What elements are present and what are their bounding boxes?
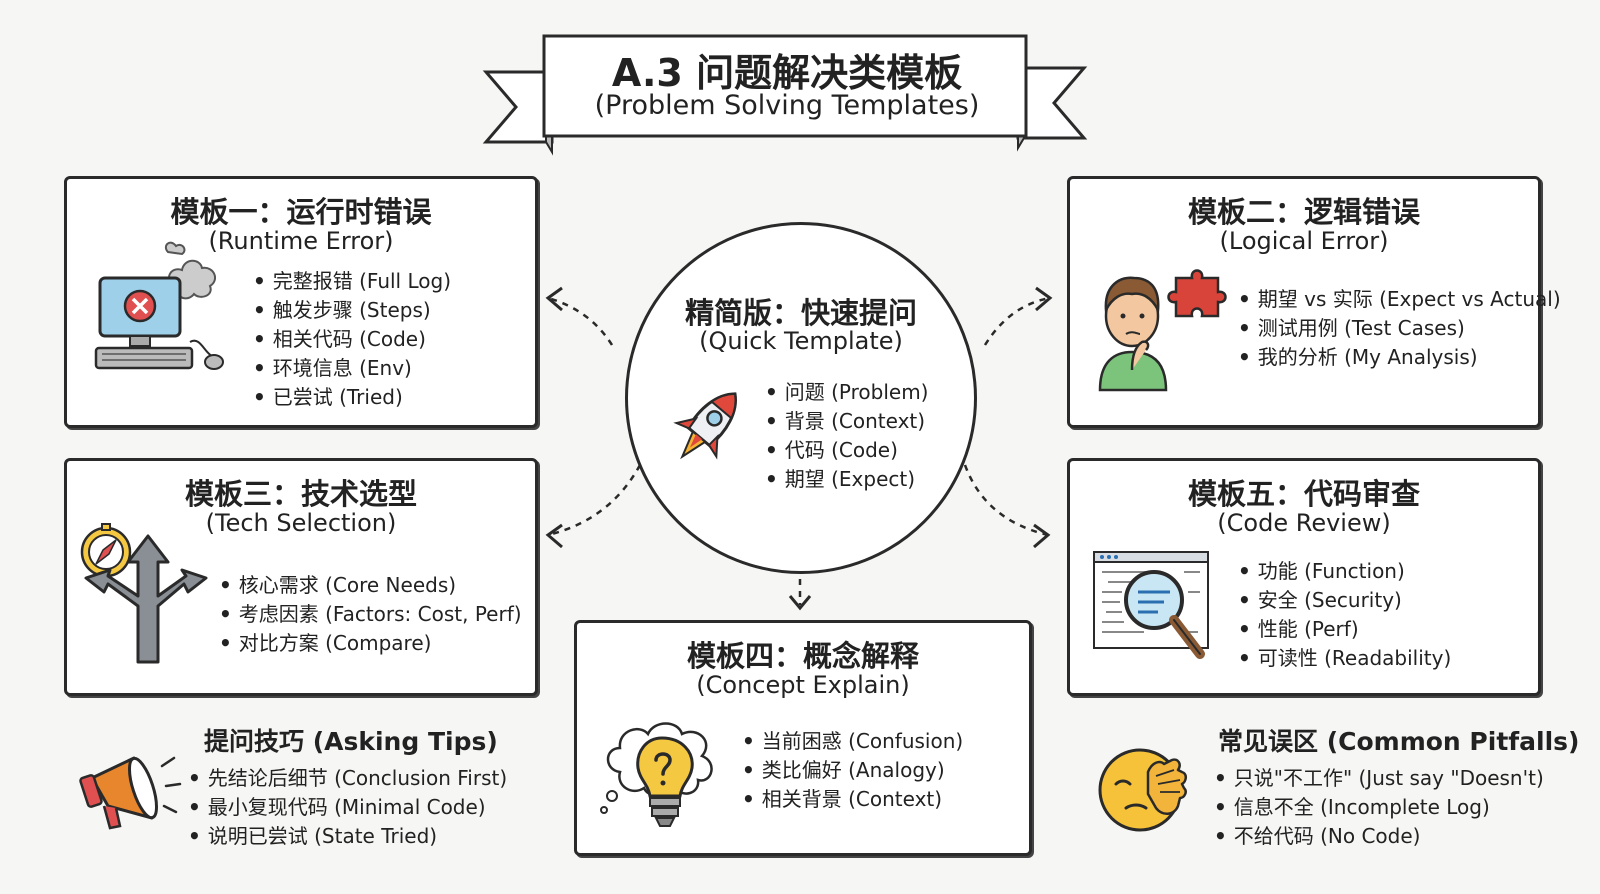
quick-template-title: 精简版：快速提问 bbox=[684, 296, 917, 330]
logical-error-title: 模板二：逻辑错误 bbox=[1187, 195, 1420, 229]
tech-selection-subtitle: (Tech Selection) bbox=[205, 509, 397, 537]
computer-error-icon bbox=[94, 241, 224, 370]
list-item: 功能 (Function) bbox=[1238, 557, 1451, 586]
runtime-error-title: 模板一：运行时错误 bbox=[170, 195, 432, 229]
asking-tips-section: 提问技巧 (Asking Tips) 先结论后细节 (Conclusion Fi… bbox=[204, 722, 523, 848]
logical-error-subtitle: (Logical Error) bbox=[1219, 227, 1389, 255]
banner-subtitle: (Problem Solving Templates) bbox=[594, 90, 980, 121]
title-ribbon bbox=[482, 34, 1088, 156]
list-item: 不给代码 (No Code) bbox=[1214, 822, 1575, 851]
runtime-error-subtitle: (Runtime Error) bbox=[208, 227, 394, 255]
list-item: 对比方案 (Compare) bbox=[219, 629, 522, 658]
quick-template-list: 问题 (Problem) 背景 (Context) 代码 (Code) 期望 (… bbox=[765, 378, 929, 494]
asking-tips-title: 提问技巧 (Asking Tips) bbox=[204, 727, 498, 756]
list-item: 安全 (Security) bbox=[1238, 586, 1451, 615]
list-item: 期望 vs 实际 (Expect vs Actual) bbox=[1238, 285, 1561, 314]
thinking-person-icon bbox=[1098, 269, 1227, 392]
common-pitfalls-section: 常见误区 (Common Pitfalls) 只说"不工作" (Just say… bbox=[1218, 722, 1580, 848]
list-item: 核心需求 (Core Needs) bbox=[219, 571, 522, 600]
list-item: 说明已尝试 (State Tried) bbox=[188, 822, 507, 851]
banner-title: A.3 问题解决类模板 bbox=[611, 51, 963, 95]
concept-explain-subtitle: (Concept Explain) bbox=[696, 671, 910, 699]
megaphone-icon bbox=[79, 756, 182, 830]
code-review-card: 模板五：代码审查 (Code Review) 功能 (Function) 安全 … bbox=[1067, 458, 1541, 696]
concept-explain-list: 当前困惑 (Confusion) 类比偏好 (Analogy) 相关背景 (Co… bbox=[742, 727, 963, 814]
list-item: 相关代码 (Code) bbox=[253, 325, 451, 354]
facepalm-emoji-icon bbox=[1098, 748, 1187, 832]
list-item: 期望 (Expect) bbox=[765, 465, 928, 494]
list-item: 只说"不工作" (Just say "Doesn't) bbox=[1214, 764, 1575, 793]
compass-arrows-icon bbox=[80, 523, 208, 664]
quick-template-subtitle: (Quick Template) bbox=[699, 327, 903, 355]
runtime-error-list: 完整报错 (Full Log) 触发步骤 (Steps) 相关代码 (Code)… bbox=[253, 267, 451, 412]
list-item: 相关背景 (Context) bbox=[742, 785, 963, 814]
list-item: 信息不全 (Incomplete Log) bbox=[1214, 793, 1575, 822]
list-item: 触发步骤 (Steps) bbox=[253, 296, 451, 325]
tech-selection-list: 核心需求 (Core Needs) 考虑因素 (Factors: Cost, P… bbox=[219, 571, 522, 658]
list-item: 可读性 (Readability) bbox=[1238, 644, 1452, 673]
common-pitfalls-title: 常见误区 (Common Pitfalls) bbox=[1218, 727, 1580, 756]
code-review-subtitle: (Code Review) bbox=[1217, 509, 1391, 537]
code-review-list: 功能 (Function) 安全 (Security) 性能 (Perf) 可读… bbox=[1238, 557, 1452, 673]
list-item: 最小复现代码 (Minimal Code) bbox=[188, 793, 507, 822]
code-magnifier-icon bbox=[1093, 551, 1209, 659]
runtime-error-card: 模板一：运行时错误 (Runtime Error) 完整报错 (Full Log… bbox=[64, 176, 538, 428]
list-item: 考虑因素 (Factors: Cost, Perf) bbox=[219, 600, 522, 629]
tech-selection-title: 模板三：技术选型 bbox=[184, 477, 417, 511]
concept-explain-card: 模板四：概念解释 (Concept Explain) 当前困惑 (Confusi… bbox=[574, 620, 1032, 856]
list-item: 测试用例 (Test Cases) bbox=[1238, 314, 1561, 343]
list-item: 环境信息 (Env) bbox=[253, 354, 451, 383]
concept-explain-title: 模板四：概念解释 bbox=[686, 639, 919, 673]
list-item: 类比偏好 (Analogy) bbox=[742, 756, 963, 785]
asking-tips-list: 先结论后细节 (Conclusion First) 最小复现代码 (Minima… bbox=[188, 764, 507, 851]
list-item: 当前困惑 (Confusion) bbox=[742, 727, 963, 756]
list-item: 背景 (Context) bbox=[765, 407, 928, 436]
list-item: 先结论后细节 (Conclusion First) bbox=[188, 764, 507, 793]
code-review-title: 模板五：代码审查 bbox=[1187, 477, 1420, 511]
lightbulb-question-icon bbox=[600, 722, 713, 827]
rocket-icon bbox=[673, 392, 737, 460]
list-item: 已尝试 (Tried) bbox=[253, 383, 451, 412]
list-item: 代码 (Code) bbox=[765, 436, 928, 465]
common-pitfalls-list: 只说"不工作" (Just say "Doesn't) 信息不全 (Incomp… bbox=[1214, 764, 1575, 851]
list-item: 问题 (Problem) bbox=[765, 378, 929, 407]
logical-error-list: 期望 vs 实际 (Expect vs Actual) 测试用例 (Test C… bbox=[1238, 285, 1561, 372]
list-item: 我的分析 (My Analysis) bbox=[1238, 343, 1561, 372]
list-item: 完整报错 (Full Log) bbox=[253, 267, 451, 296]
list-item: 性能 (Perf) bbox=[1238, 615, 1451, 644]
